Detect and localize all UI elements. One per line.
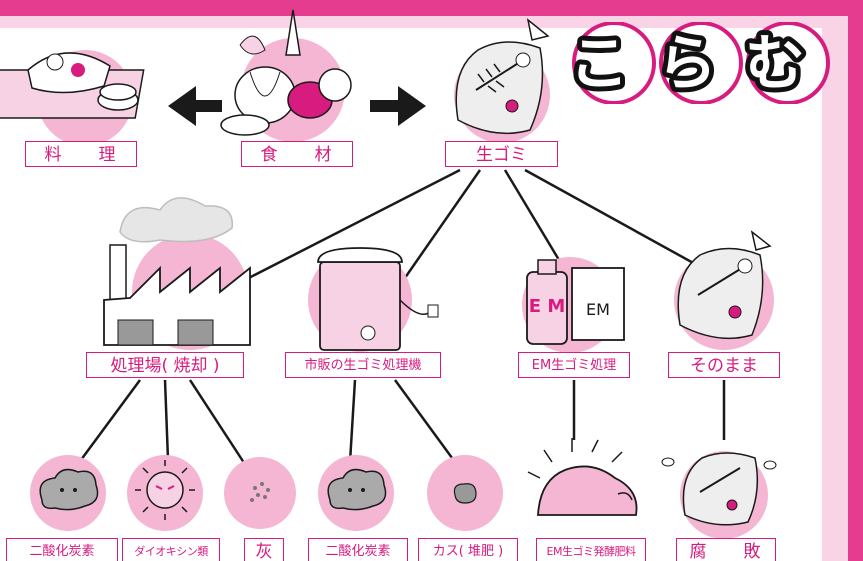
- label-co2-b: 二酸化炭素: [308, 538, 408, 561]
- label-incineration: 処理場( 焼却 ): [86, 352, 244, 378]
- label-ash: 灰: [244, 538, 284, 561]
- em-fertilizer-icon: [527, 438, 638, 516]
- right-arrow-icon: [370, 86, 426, 126]
- label-cooking: 料 理: [25, 141, 137, 167]
- label-commercial-processor: 市販の生ゴミ処理機: [285, 352, 441, 378]
- fish-as-is-icon: [674, 230, 774, 350]
- factory-incinerator-icon: [103, 197, 251, 350]
- vegetables-icon: [220, 9, 352, 142]
- label-as-is: そのまま: [668, 352, 780, 378]
- label-em-fertilizer: EM生ゴミ発酵肥料: [536, 538, 646, 561]
- dioxin-icon: [127, 455, 203, 531]
- rotting-fish-icon: [661, 451, 777, 539]
- fish-garbage-icon: [454, 18, 550, 143]
- connector-lines: [73, 168, 726, 473]
- co2-cloud-icon-b: [318, 455, 394, 531]
- title-text: こらむ: [569, 29, 833, 99]
- top-border-inner: [0, 16, 863, 28]
- label-ingredients: 食 材: [241, 141, 353, 167]
- label-garbage: 生ゴミ: [445, 141, 558, 167]
- label-em-processing: EM生ゴミ処理: [518, 352, 630, 378]
- label-compost-residue: カス( 堆肥 ): [418, 538, 518, 561]
- ash-icon: [224, 457, 296, 529]
- column-title-badge: こらむ こらむ: [568, 22, 833, 104]
- label-co2-a: 二酸化炭素: [6, 538, 118, 561]
- top-border: [0, 0, 863, 16]
- label-rot: 腐 敗: [676, 538, 776, 561]
- right-border: [848, 0, 863, 561]
- left-arrow-icon: [168, 86, 222, 126]
- compost-residue-icon: [427, 455, 503, 531]
- cooking-illustration-icon: [0, 50, 145, 146]
- co2-cloud-icon-a: [30, 455, 106, 531]
- label-dioxins: ダイオキシン類: [122, 538, 220, 561]
- title-outline: こらむ: [569, 29, 833, 99]
- em-product-icon: E M EM: [522, 257, 625, 353]
- garbage-processor-icon: [308, 247, 439, 352]
- em-bottle-text: E M: [529, 296, 565, 317]
- em-bag-text: EM: [586, 300, 610, 319]
